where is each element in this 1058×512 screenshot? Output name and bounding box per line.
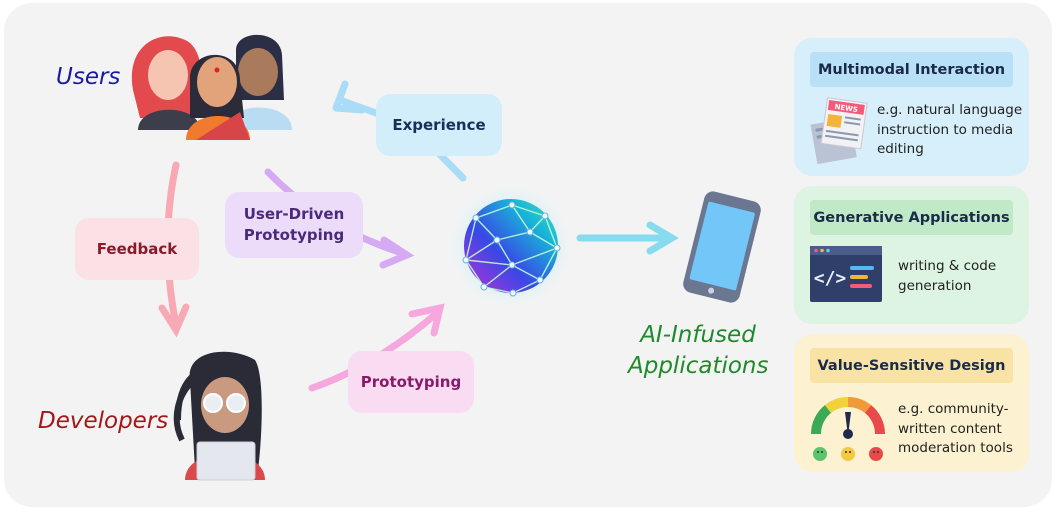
- card-title: Multimodal Interaction: [810, 52, 1013, 87]
- ai-infused-applications-label: AI-Infused Applications: [628, 320, 769, 382]
- prototyping-arrow-head: [408, 303, 445, 337]
- code-symbol: </>: [814, 268, 847, 289]
- prototyping-pill: Prototyping: [348, 351, 474, 413]
- app-arrow-head: [646, 221, 679, 255]
- user-driven-line2: Prototyping: [243, 226, 345, 244]
- user-driven-prototyping-pill: User-Driven Prototyping: [225, 192, 363, 258]
- card-description: e.g. community- written content moderati…: [898, 401, 1013, 456]
- developers-label: Developers: [38, 408, 169, 434]
- user-driven-arrow-head: [379, 236, 415, 269]
- card-description: writing & code generation: [898, 258, 997, 294]
- newspaper-icon: NEWS: [810, 97, 868, 165]
- code-window-icon: </>: [810, 246, 882, 302]
- ai-infused-line1: AI-Infused: [640, 322, 756, 348]
- users-label: Users: [56, 64, 121, 90]
- value-sensitive-design-card: Value-Sensitive Design e.g. community- w…: [794, 334, 1029, 472]
- ai-infused-line2: Applications: [628, 353, 769, 379]
- card-title: Generative Applications: [810, 200, 1013, 235]
- card-description: e.g. natural language instruction to med…: [877, 102, 1023, 157]
- generative-applications-card: Generative Applications </> writing & co…: [794, 186, 1029, 324]
- feedback-pill: Feedback: [75, 218, 199, 280]
- card-title: Value-Sensitive Design: [810, 348, 1013, 383]
- feedback-arrow-head: [158, 303, 190, 338]
- multimodal-interaction-card: Multimodal Interaction NEWS e.g. natural…: [794, 38, 1029, 176]
- gauge-icon: [810, 396, 886, 461]
- newspaper-headline: NEWS: [834, 103, 858, 114]
- experience-pill: Experience: [376, 94, 502, 156]
- user-driven-line1: User-Driven: [243, 205, 345, 223]
